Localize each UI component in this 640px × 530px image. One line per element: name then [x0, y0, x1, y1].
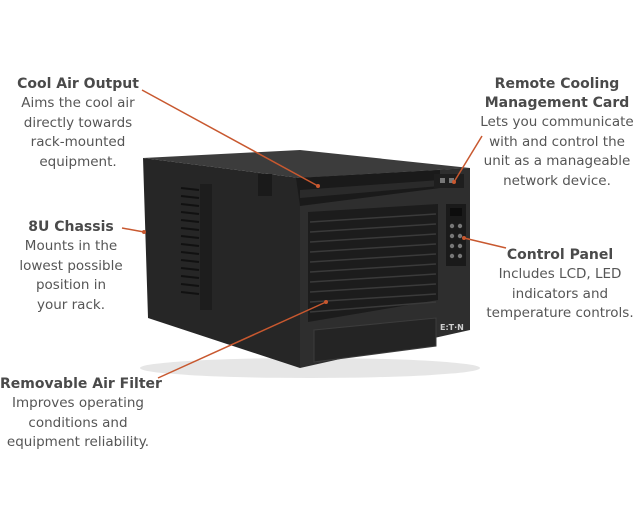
- callout-title: Management Card: [484, 95, 630, 111]
- lcd-display: [450, 208, 462, 216]
- brand-logo: E:T·N: [440, 323, 464, 332]
- leader-line-air-filter: [157, 301, 327, 379]
- leader-line-cool-air: [141, 89, 319, 187]
- callout-text: Improves operating: [12, 395, 144, 411]
- callout-text: indicators and: [511, 285, 609, 302]
- callout-title: Control Panel: [506, 247, 614, 263]
- callout-cool-air-output: Cool Air Output Aims the cool air direct…: [16, 75, 140, 172]
- callout-text: conditions and: [28, 414, 128, 431]
- callout-title: 8U Chassis: [28, 219, 114, 235]
- leader-lines: [121, 89, 507, 379]
- callout-text: directly towards: [23, 114, 133, 131]
- callout-title: Remote Cooling: [494, 76, 620, 92]
- callout-text: lowest possible: [19, 257, 123, 274]
- callout-text: temperature controls.: [486, 305, 634, 321]
- callout-text: with and control the: [489, 133, 625, 150]
- callout-control-panel: Control Panel Includes LCD, LED indicato…: [482, 246, 638, 324]
- leader-line-chassis: [121, 227, 145, 233]
- callout-text: unit as a manageable: [483, 153, 631, 169]
- callout-text: Lets you communicate: [480, 114, 634, 130]
- callout-text: position in: [35, 277, 107, 293]
- unit-side: [143, 158, 300, 368]
- callout-removable-air-filter: Removable Air Filter Improves operating …: [0, 375, 162, 453]
- callout-text: equipment reliability.: [6, 434, 150, 450]
- callout-text: your rack.: [36, 296, 105, 313]
- side-vent: [180, 187, 200, 295]
- callout-8u-chassis: 8U Chassis Mounts in the lowest possible…: [16, 218, 126, 315]
- side-handle: [258, 174, 272, 196]
- callout-text: equipment.: [39, 153, 117, 170]
- filter-drawer: [313, 317, 437, 363]
- callout-text: Includes LCD, LED: [498, 266, 622, 282]
- callout-text: Mounts in the: [24, 238, 118, 254]
- callout-text: Aims the cool air: [21, 95, 135, 111]
- callout-text: rack-mounted: [30, 134, 126, 150]
- callout-title: Removable Air Filter: [0, 376, 162, 392]
- control-panel: [446, 204, 466, 266]
- callout-title: Cool Air Output: [17, 76, 139, 92]
- unit-shadow: [140, 358, 480, 378]
- leader-line-remote-card: [453, 135, 483, 183]
- unit-top: [143, 150, 470, 178]
- callout-text: network device.: [503, 172, 611, 189]
- leader-line-control-panel: [463, 237, 507, 249]
- callout-remote-cooling-card: Remote Cooling Management Card Lets you …: [478, 75, 636, 191]
- front-grille: [308, 204, 438, 322]
